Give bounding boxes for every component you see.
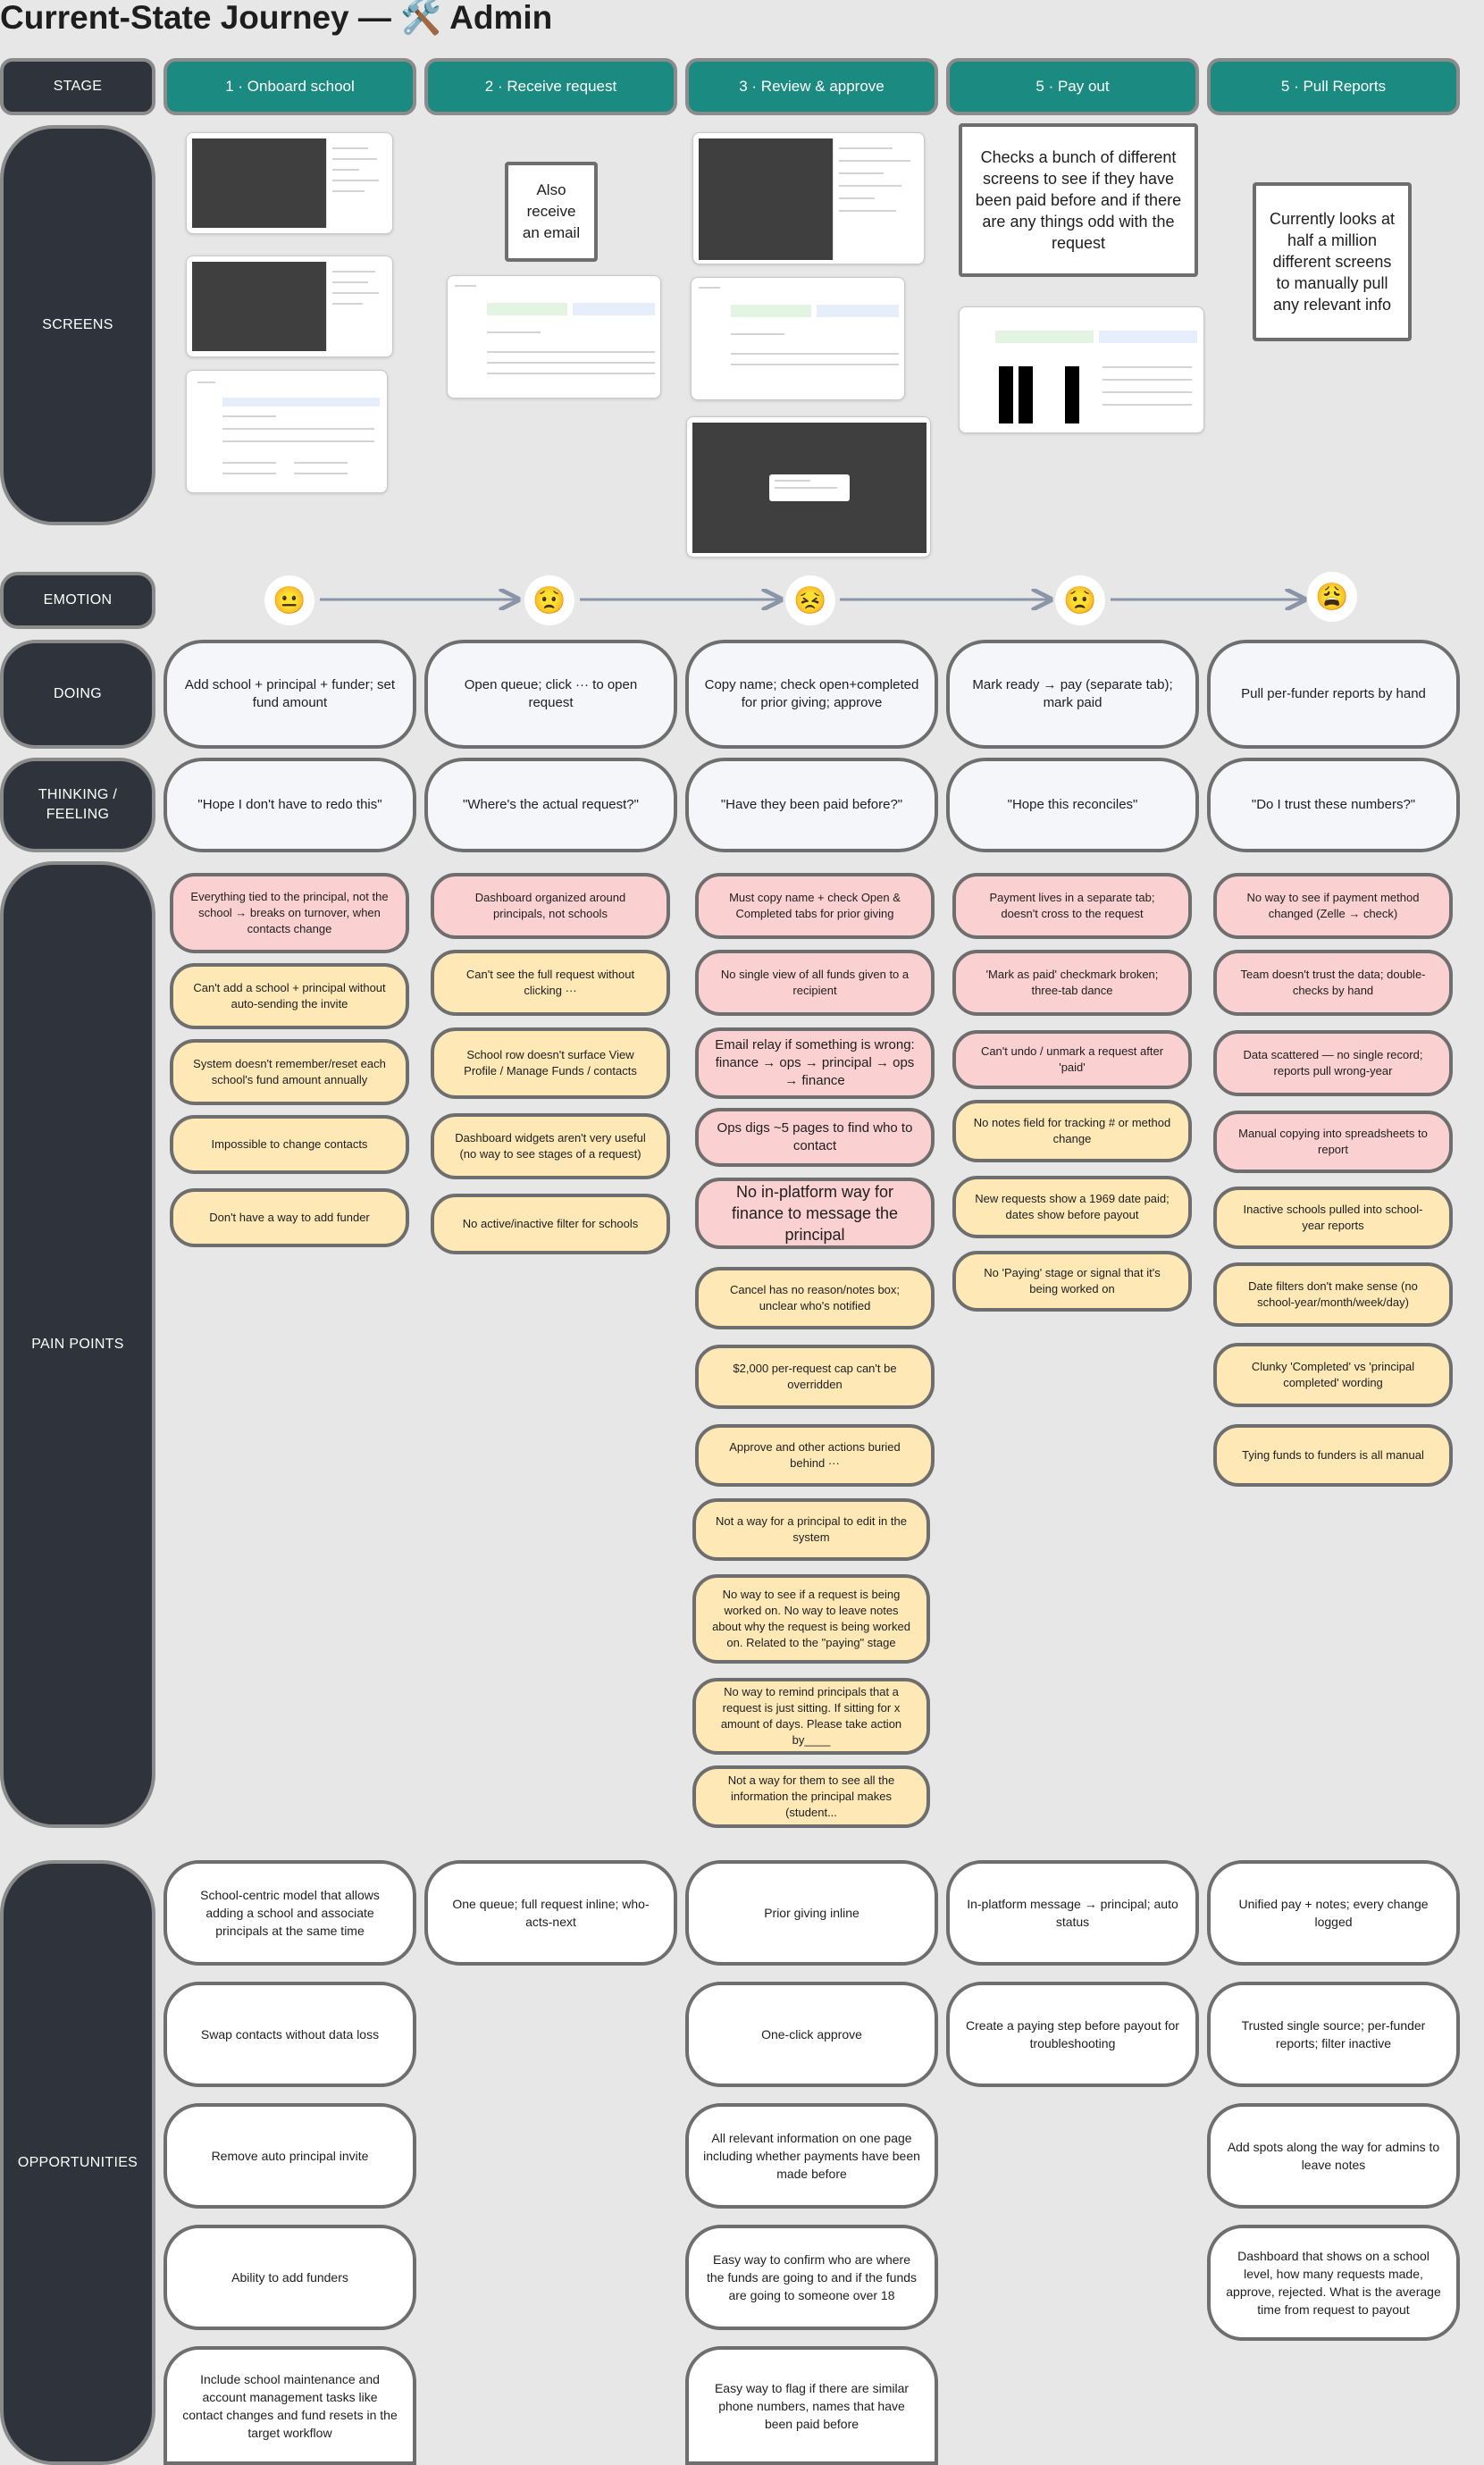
thinking-onboard: "Hope I don't have to redo this" [163, 758, 416, 852]
pain-point-card: No notes field for tracking # or method … [952, 1100, 1192, 1162]
screenshot-thumbnail [186, 256, 393, 357]
pain-point-card: Can't undo / unmark a request after 'pai… [952, 1030, 1192, 1089]
pain-point-card: Inactive schools pulled into school-year… [1213, 1186, 1453, 1249]
row-label-stage: STAGE [0, 58, 155, 115]
emotion-worried-icon: 😟 [1055, 575, 1105, 625]
pain-point-card: New requests show a 1969 date paid; date… [952, 1176, 1192, 1238]
opportunity-card: One-click approve [685, 1982, 938, 2087]
thinking-review: "Have they been paid before?" [685, 758, 938, 852]
pain-point-card: Everything tied to the principal, not th… [170, 873, 409, 953]
opportunity-card: School-centric model that allows adding … [163, 1860, 416, 1966]
emotion-worried-icon: 😟 [524, 575, 574, 625]
pain-point-card: Must copy name + check Open & Completed … [695, 873, 935, 939]
emotion-neutral-icon: 😐 [264, 575, 314, 625]
row-label-opportunities: OPPORTUNITIES [0, 1860, 155, 2465]
pain-point-card: Date filters don't make sense (no school… [1213, 1262, 1453, 1327]
pain-point-card: Don't have a way to add funder [170, 1188, 409, 1247]
doing-review: Copy name; check open+completed for prio… [685, 640, 938, 749]
opportunity-card: Create a paying step before payout for t… [946, 1982, 1199, 2087]
pain-point-card: Cancel has no reason/notes box; unclear … [695, 1267, 935, 1329]
emotion-weary-icon: 😩 [1307, 572, 1357, 622]
screenshot-thumbnail [691, 277, 905, 400]
opportunity-card: Include school maintenance and account m… [163, 2346, 416, 2465]
pain-point-card: No 'Paying' stage or signal that it's be… [952, 1251, 1192, 1312]
thinking-reports: "Do I trust these numbers?" [1207, 758, 1460, 852]
stage-header-review: 3 · Review & approve [685, 58, 938, 115]
pain-point-card: School row doesn't surface View Profile … [431, 1027, 670, 1099]
opportunity-card: Add spots along the way for admins to le… [1207, 2103, 1460, 2209]
row-label-thinking: THINKING / FEELING [0, 758, 155, 852]
opportunity-card: Easy way to flag if there are similar ph… [685, 2346, 938, 2465]
row-label-doing: DOING [0, 640, 155, 749]
pain-point-card: No single view of all funds given to a r… [695, 950, 935, 1016]
pain-point-card: Email relay if something is wrong: finan… [695, 1027, 935, 1099]
pain-point-card: Manual copying into spreadsheets to repo… [1213, 1111, 1453, 1173]
screenshot-thumbnail [186, 370, 388, 493]
page-title: Current-State Journey — 🛠️ Admin [0, 0, 553, 36]
opportunity-card: Trusted single source; per-funder report… [1207, 1982, 1460, 2087]
pain-point-card: No way to see if a request is being work… [692, 1574, 930, 1664]
opportunity-card: One queue; full request inline; who-acts… [424, 1860, 677, 1966]
opportunity-card: Dashboard that shows on a school level, … [1207, 2225, 1460, 2341]
opportunity-card: In-platform message → principal; auto st… [946, 1860, 1199, 1966]
pain-point-card: 'Mark as paid' checkmark broken; three-t… [952, 950, 1192, 1016]
emotion-arrows [320, 572, 1484, 625]
stage-header-payout: 5 · Pay out [946, 58, 1199, 115]
row-label-emotion: EMOTION [0, 572, 155, 629]
opportunity-card: Ability to add funders [163, 2225, 416, 2330]
opportunity-card: Remove auto principal invite [163, 2103, 416, 2209]
row-label-pain-points: PAIN POINTS [0, 861, 155, 1828]
pain-point-card: System doesn't remember/reset each schoo… [170, 1039, 409, 1105]
pain-point-card: Payment lives in a separate tab; doesn't… [952, 873, 1192, 939]
thinking-payout: "Hope this reconciles" [946, 758, 1199, 852]
pain-point-card: Impossible to change contacts [170, 1115, 409, 1174]
screenshot-thumbnail [692, 132, 925, 264]
opportunity-card: All relevant information on one page inc… [685, 2103, 938, 2209]
pain-point-card: No in-platform way for finance to messag… [695, 1178, 935, 1249]
doing-receive: Open queue; click ··· to open request [424, 640, 677, 749]
pain-point-card: Dashboard widgets aren't very useful (no… [431, 1113, 670, 1179]
stage-header-onboard: 1 · Onboard school [163, 58, 416, 115]
pain-point-card: No way to remind principals that a reque… [692, 1678, 930, 1755]
row-label-screens: SCREENS [0, 125, 155, 525]
thinking-receive: "Where's the actual request?" [424, 758, 677, 852]
note-manual-pull: Currently looks at half a million differ… [1253, 182, 1412, 341]
pain-point-card: Ops digs ~5 pages to find who to contact [695, 1108, 935, 1167]
screenshot-thumbnail [447, 275, 661, 398]
pain-point-card: Clunky 'Completed' vs 'principal complet… [1213, 1343, 1453, 1407]
stage-header-receive: 2 · Receive request [424, 58, 677, 115]
pain-point-card: Data scattered — no single record; repor… [1213, 1030, 1453, 1096]
screenshot-thumbnail [186, 132, 393, 234]
stage-header-reports: 5 · Pull Reports [1207, 58, 1460, 115]
screenshot-thumbnail [959, 306, 1204, 433]
note-checks-screens: Checks a bunch of different screens to s… [959, 123, 1198, 277]
note-also-receive-email: Also receive an email [505, 162, 598, 262]
pain-point-card: Dashboard organized around principals, n… [431, 873, 670, 939]
doing-reports: Pull per-funder reports by hand [1207, 640, 1460, 749]
pain-point-card: Approve and other actions buried behind … [695, 1424, 935, 1487]
emotion-persevering-icon: 😣 [785, 575, 835, 625]
pain-point-card: $2,000 per-request cap can't be overridd… [695, 1345, 935, 1409]
opportunity-card: Unified pay + notes; every change logged [1207, 1860, 1460, 1966]
screenshot-thumbnail [686, 416, 931, 558]
opportunity-card: Prior giving inline [685, 1860, 938, 1966]
pain-point-card: Can't add a school + principal without a… [170, 963, 409, 1029]
opportunity-card: Swap contacts without data loss [163, 1982, 416, 2087]
opportunity-card: Easy way to confirm who are where the fu… [685, 2225, 938, 2330]
pain-point-card: Not a way for them to see all the inform… [692, 1765, 930, 1828]
pain-point-card: Can't see the full request without click… [431, 950, 670, 1016]
pain-point-card: Not a way for a principal to edit in the… [692, 1498, 930, 1561]
pain-point-card: No way to see if payment method changed … [1213, 873, 1453, 939]
doing-onboard: Add school + principal + funder; set fun… [163, 640, 416, 749]
doing-payout: Mark ready → pay (separate tab); mark pa… [946, 640, 1199, 749]
pain-point-card: Tying funds to funders is all manual [1213, 1424, 1453, 1487]
pain-point-card: No active/inactive filter for schools [431, 1194, 670, 1254]
pain-point-card: Team doesn't trust the data; double-chec… [1213, 950, 1453, 1016]
